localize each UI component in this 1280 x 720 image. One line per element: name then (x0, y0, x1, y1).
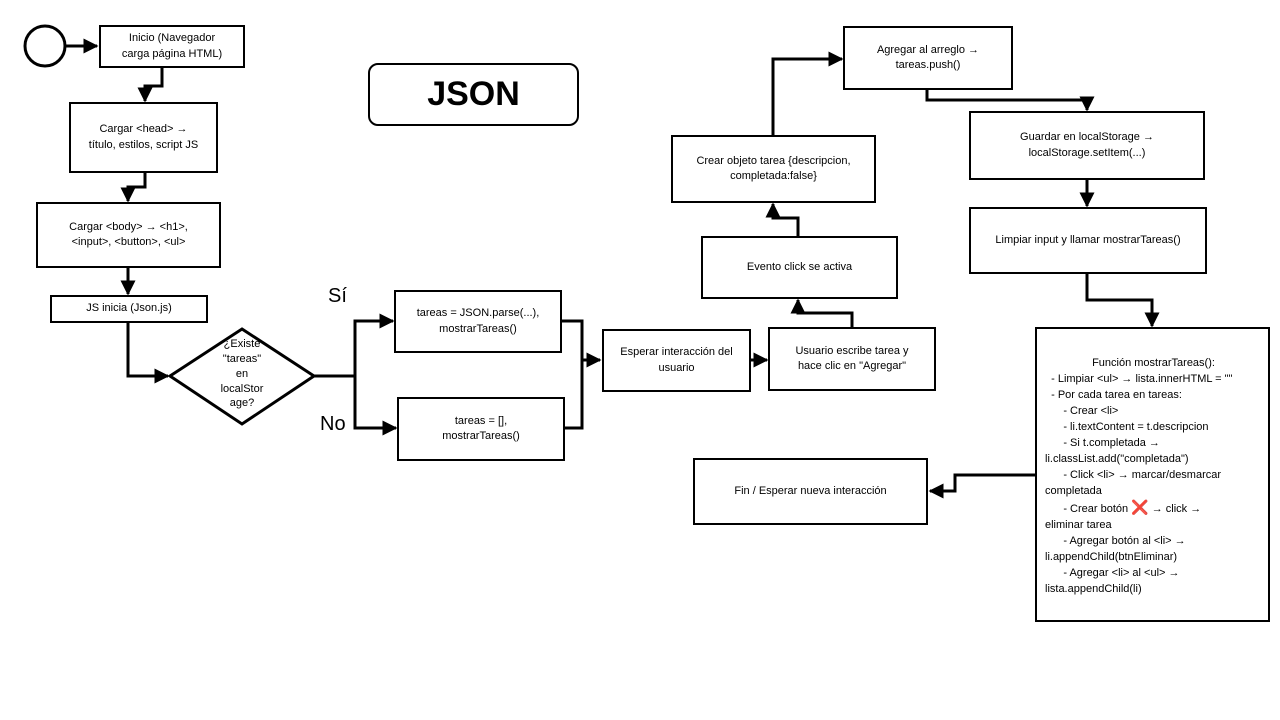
node-guardar-text: Guardar en localStorage → localStorage.s… (1020, 131, 1154, 159)
funcion-line-text: - Crear botón (1045, 503, 1129, 515)
funcion-line: - Click <li> → marcar/desmarcar (1045, 469, 1222, 481)
node-agregar-text: Agregar al arreglo → tareas.push() (876, 43, 980, 71)
edge-agregar-guardar (925, 89, 1095, 112)
node-agregar: Agregar al arreglo → tareas.push() (843, 26, 1013, 90)
edge-funcion-fin (928, 473, 1035, 499)
node-guardar: Guardar en localStorage → localStorage.s… (969, 111, 1205, 180)
funcion-line: lista.appendChild(li) (1045, 583, 1142, 595)
node-js-inicia-text: JS inicia (Json.js) (86, 302, 172, 315)
node-cargar-head-text: Cargar <head> → título, estilos, script … (88, 123, 199, 151)
edge-vacio-esperar (564, 360, 584, 430)
edge-limpiar-funcion (1085, 273, 1160, 328)
page-title: JSON (368, 63, 579, 126)
node-limpiar-text: Limpiar input y llamar mostrarTareas() (995, 233, 1181, 246)
funcion-line: completada (1045, 485, 1102, 497)
funcion-line: eliminar tarea (1045, 519, 1112, 531)
start-circle (23, 24, 67, 68)
edge-crear-agregar (771, 51, 844, 135)
funcion-title: Función mostrarTareas(): (1092, 357, 1215, 369)
funcion-line: li.appendChild(btnEliminar) (1045, 551, 1178, 563)
node-fin: Fin / Esperar nueva interacción (693, 458, 928, 525)
node-cargar-head: Cargar <head> → título, estilos, script … (69, 102, 218, 173)
funcion-line: - li.textContent = t.descripcion (1045, 421, 1209, 433)
node-vacio-text: tareas = [], mostrarTareas() (442, 414, 520, 442)
edge-decision-vacio (353, 376, 398, 436)
node-limpiar: Limpiar input y llamar mostrarTareas() (969, 207, 1207, 274)
funcion-line: - Por cada tarea en tareas: (1045, 389, 1182, 401)
funcion-line-crear-boton: - Crear botón ❌ → click → (1045, 499, 1262, 517)
edge-usuario-evento (790, 298, 854, 327)
node-cargar-body-text: Cargar <body> → <h1>, <input>, <button>,… (69, 220, 188, 248)
funcion-line: - Crear <li> (1045, 405, 1119, 417)
node-funcion-mostrar-tareas: Función mostrarTareas(): - Limpiar <ul> … (1035, 327, 1270, 622)
decision-text: ¿Existe "tareas" en localStor age? (220, 338, 264, 410)
cross-mark-icon: ❌ (1131, 499, 1149, 515)
node-evento: Evento click se activa (701, 236, 898, 299)
node-inicio: Inicio (Navegador carga página HTML) (99, 25, 245, 68)
edge-evento-crear (765, 202, 800, 236)
funcion-line: - Agregar botón al <li> → (1045, 535, 1186, 547)
node-usuario: Usuario escribe tarea y hace clic en "Ag… (768, 327, 936, 391)
label-no: No (320, 413, 346, 435)
node-evento-text: Evento click se activa (746, 260, 853, 273)
funcion-line: - Limpiar <ul> → lista.innerHTML = "" (1045, 373, 1233, 385)
node-crear-objeto: Crear objeto tarea {descripcion, complet… (671, 135, 876, 203)
edge-inicio-head (137, 67, 164, 103)
funcion-line: - Si t.completada → (1045, 437, 1160, 449)
funcion-line: - Agregar <li> al <ul> → (1045, 567, 1180, 579)
funcion-line: li.classList.add("completada") (1045, 453, 1189, 465)
node-parse: tareas = JSON.parse(...), mostrarTareas(… (394, 290, 562, 353)
node-crear-objeto-text: Crear objeto tarea {descripcion, complet… (696, 154, 851, 182)
decision-diamond (167, 327, 317, 426)
node-fin-text: Fin / Esperar nueva interacción (734, 484, 887, 497)
funcion-line-text: → click → (1148, 503, 1202, 515)
edge-decision-parse (314, 313, 395, 378)
label-yes: Sí (328, 285, 347, 307)
node-esperar-text: Esperar interacción del usuario (620, 346, 733, 374)
node-inicio-text: Inicio (Navegador carga página HTML) (121, 32, 223, 60)
node-esperar: Esperar interacción del usuario (602, 329, 751, 392)
node-vacio: tareas = [], mostrarTareas() (397, 397, 565, 461)
edge-head-body (120, 172, 147, 203)
edge-js-decision (126, 322, 170, 384)
edge-parse-esperar (561, 319, 602, 368)
node-cargar-body: Cargar <body> → <h1>, <input>, <button>,… (36, 202, 221, 268)
node-js-inicia: JS inicia (Json.js) (50, 295, 208, 323)
node-parse-text: tareas = JSON.parse(...), mostrarTareas(… (416, 307, 540, 335)
page-title-text: JSON (427, 75, 520, 113)
node-usuario-text: Usuario escribe tarea y hace clic en "Ag… (795, 344, 909, 372)
